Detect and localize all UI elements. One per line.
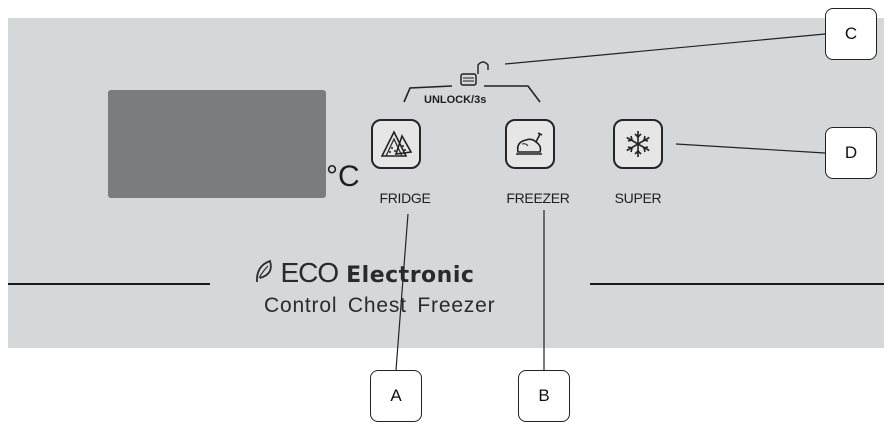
- freezer-label: FREEZER: [506, 190, 570, 206]
- leaf-icon: [254, 259, 280, 286]
- brand-logo: ECO Electronic: [254, 257, 474, 289]
- super-label: SUPER: [614, 190, 662, 206]
- snowflake-icon: [626, 131, 650, 157]
- callout-b: B: [518, 370, 570, 422]
- leader-a: [395, 213, 409, 371]
- fridge-button[interactable]: [371, 119, 421, 169]
- temperature-display: [108, 90, 326, 198]
- divider-left: [8, 283, 210, 285]
- padlock-icon: [460, 61, 489, 86]
- leader-c: [504, 33, 826, 65]
- fridge-label: FRIDGE: [379, 190, 431, 206]
- brand-electronic: Electronic: [346, 263, 475, 288]
- leader-d: [675, 143, 826, 154]
- callout-a: A: [370, 370, 422, 422]
- unlock-bracket-right: [484, 85, 541, 103]
- callout-d: D: [825, 127, 877, 179]
- watermelon-slice-icon: [380, 130, 413, 157]
- brand-eco: ECO: [280, 257, 339, 288]
- callout-c: C: [825, 8, 877, 60]
- super-button[interactable]: [613, 119, 663, 169]
- divider-right: [590, 283, 884, 285]
- unlock-label: UNLOCK/3s: [424, 94, 487, 106]
- unlock-bracket: [403, 85, 453, 103]
- celsius-unit: °C: [326, 160, 360, 193]
- roast-chicken-icon: [516, 132, 543, 155]
- freezer-button[interactable]: [505, 119, 555, 169]
- brand-subtitle: Control Chest Freezer: [264, 294, 496, 317]
